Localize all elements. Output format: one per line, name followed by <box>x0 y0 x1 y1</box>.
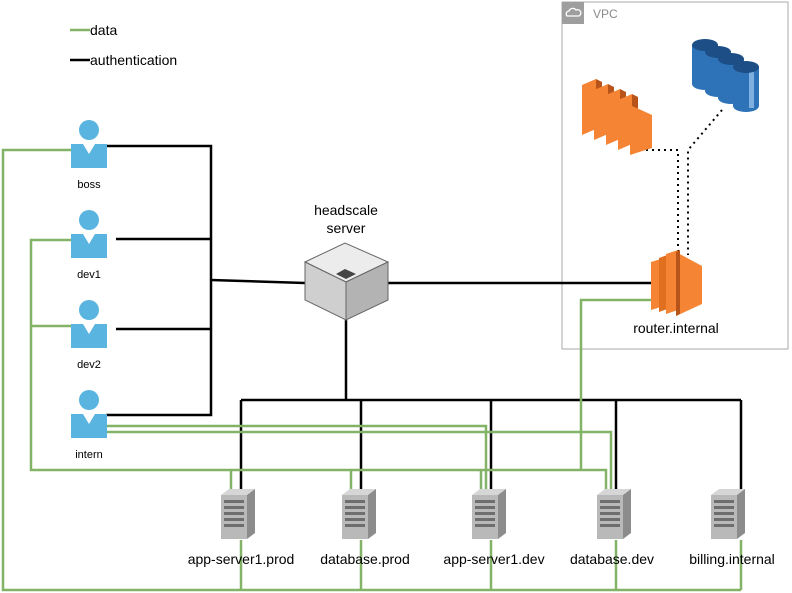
legend-auth-label: authentication <box>90 52 177 68</box>
host-label: billing.internal <box>689 551 775 567</box>
aws-storage-group <box>692 39 759 112</box>
data-lines <box>1 148 743 592</box>
user-label: intern <box>75 449 103 461</box>
host-label: app-server1.prod <box>188 551 295 567</box>
host-label: app-server1.dev <box>443 551 544 567</box>
host-database-dev: database.dev <box>570 489 654 567</box>
aws-instance-group <box>582 79 652 155</box>
cloud-icon <box>562 2 584 24</box>
legend-data-label: data <box>90 22 117 38</box>
host-app-server1-prod: app-server1.prod <box>188 489 295 567</box>
user-intern: intern <box>71 390 107 461</box>
user-boss: boss <box>71 120 107 191</box>
user-dev2: dev2 <box>71 300 107 371</box>
server-icon <box>472 489 506 539</box>
user-dev1: dev1 <box>71 210 107 281</box>
user-icon <box>71 390 107 438</box>
server-icon <box>597 489 631 539</box>
legend: data authentication <box>70 22 177 68</box>
headscale-server: headscale server <box>303 202 390 321</box>
server-icon <box>711 489 745 539</box>
router-internal: router.internal <box>633 250 719 336</box>
auth-lines <box>106 144 743 490</box>
host-database-prod: database.prod <box>320 489 410 567</box>
vpc-links <box>640 109 723 255</box>
vpc-label: VPC <box>593 7 618 21</box>
user-icon <box>71 210 107 258</box>
user-label: dev2 <box>77 359 101 371</box>
host-label: database.dev <box>570 551 654 567</box>
user-icon <box>71 120 107 168</box>
host-billing-internal: billing.internal <box>689 489 775 567</box>
host-app-server1-dev: app-server1.dev <box>443 489 545 567</box>
server-label-line2: server <box>327 220 366 236</box>
server-cube-icon <box>303 242 390 321</box>
vpc-group: VPC <box>561 1 789 350</box>
host-label: database.prod <box>320 551 410 567</box>
server-icon <box>221 489 255 539</box>
router-icon <box>651 250 702 316</box>
server-label-line1: headscale <box>314 202 378 218</box>
server-icon <box>342 489 376 539</box>
vpc-border <box>561 1 789 350</box>
user-label: boss <box>77 179 101 191</box>
router-label: router.internal <box>633 320 719 336</box>
user-icon <box>71 300 107 348</box>
user-label: dev1 <box>77 269 101 281</box>
